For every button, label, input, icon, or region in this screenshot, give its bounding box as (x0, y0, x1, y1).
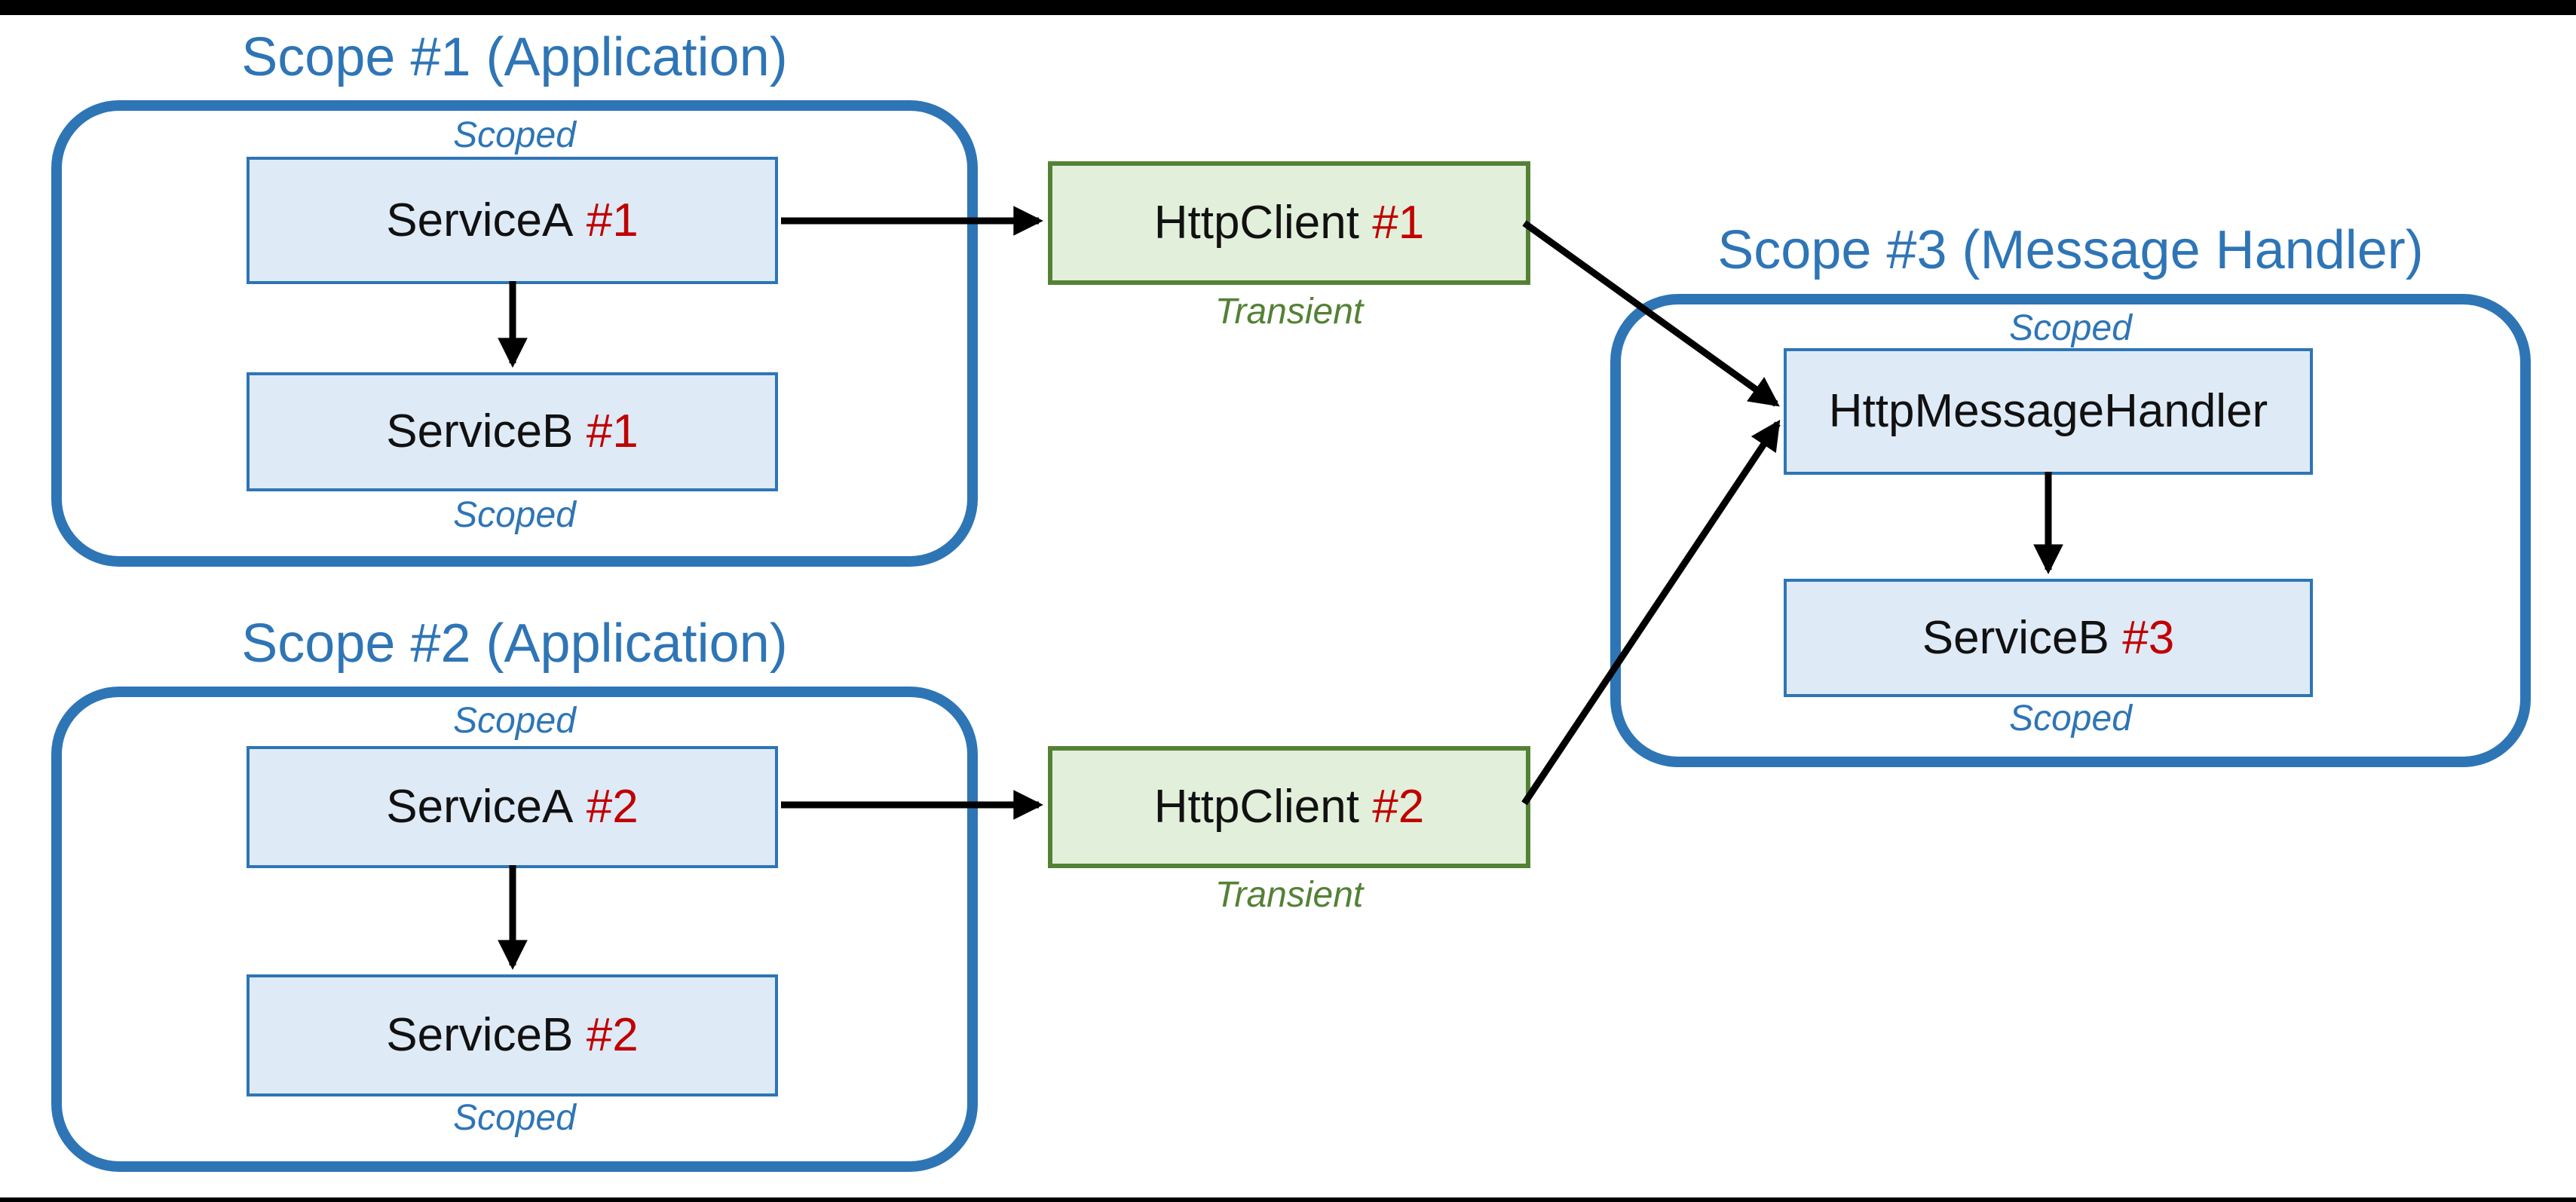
node-servicea-1-badge: #1 (586, 194, 639, 246)
scope-1-scoped-label-bottom: Scoped (453, 495, 576, 535)
node-httpmessagehandler-label: HttpMessageHandler (1828, 385, 2268, 437)
scope-1-container (51, 100, 978, 567)
httpclient-2-lifetime-label: Transient (1214, 875, 1364, 915)
scope-3-scoped-label-bottom: Scoped (2009, 699, 2132, 739)
node-httpmessagehandler: HttpMessageHandler (1784, 348, 2313, 475)
node-servicea-2: ServiceA #2 (247, 746, 778, 868)
node-httpclient-1-badge: #1 (1372, 197, 1425, 249)
node-serviceb-2-badge: #2 (586, 1009, 639, 1061)
scope-3-scoped-label-top: Scoped (2009, 308, 2132, 348)
node-serviceb-1: ServiceB #1 (247, 372, 778, 491)
node-httpclient-1-label: HttpClient (1153, 197, 1359, 249)
scope-2-scoped-label-top: Scoped (453, 701, 576, 741)
node-servicea-1-label: ServiceA (386, 194, 574, 246)
node-httpclient-1: HttpClient #1 (1048, 161, 1530, 285)
bottom-letterbox-bar (0, 1197, 2576, 1202)
scope-3-container (1610, 294, 2531, 767)
scope-3-title: Scope #3 (Message Handler) (1717, 220, 2424, 280)
scope-2-title: Scope #2 (Application) (241, 613, 788, 674)
scope-1-scoped-label-top: Scoped (453, 115, 576, 155)
node-httpclient-2: HttpClient #2 (1048, 746, 1530, 868)
top-letterbox-bar (0, 0, 2576, 15)
scope-2-scoped-label-bottom: Scoped (453, 1098, 576, 1138)
node-serviceb-1-badge: #1 (586, 405, 639, 457)
node-httpclient-2-badge: #2 (1372, 781, 1425, 833)
httpclient-1-lifetime-label: Transient (1214, 292, 1364, 332)
node-servicea-2-badge: #2 (586, 781, 639, 833)
node-httpclient-2-label: HttpClient (1153, 781, 1359, 833)
node-serviceb-3: ServiceB #3 (1784, 579, 2313, 697)
node-serviceb-2-label: ServiceB (386, 1009, 574, 1061)
scope-1-title: Scope #1 (Application) (241, 27, 788, 87)
node-serviceb-2: ServiceB #2 (247, 974, 778, 1096)
node-serviceb-1-label: ServiceB (386, 405, 574, 457)
node-serviceb-3-badge: #3 (2122, 611, 2175, 664)
node-serviceb-3-label: ServiceB (1922, 611, 2109, 664)
node-servicea-2-label: ServiceA (386, 781, 574, 833)
node-servicea-1: ServiceA #1 (247, 157, 778, 284)
